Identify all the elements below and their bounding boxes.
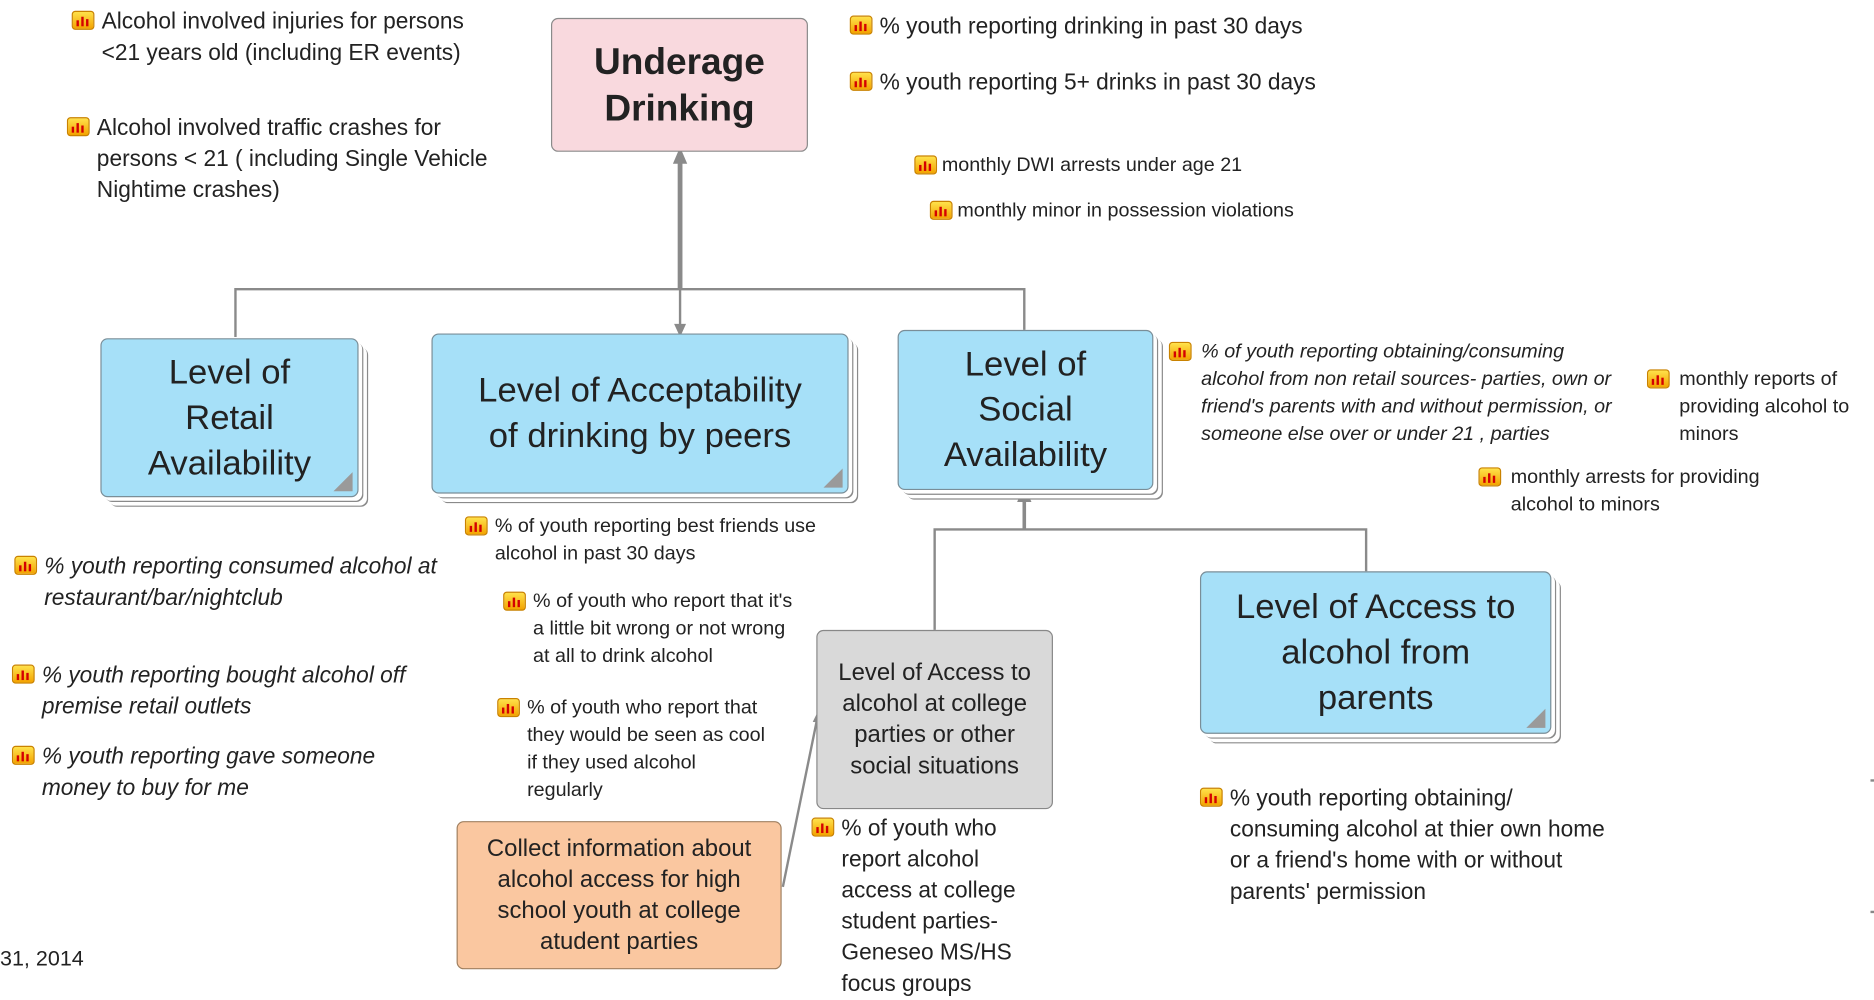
indicator-label: monthly reports of providing alcohol to …: [1679, 368, 1850, 445]
indicator-label: monthly minor in possession violations: [957, 199, 1294, 222]
bar-chart-icon: [11, 745, 36, 766]
indicator-label: % youth reporting consumed alcohol at re…: [44, 554, 437, 611]
indicator-traffic-crashes[interactable]: Alcohol involved traffic crashes for per…: [66, 114, 507, 207]
indicator-seen-as-cool[interactable]: % of youth who report that they would be…: [497, 694, 777, 804]
indicator-restaurant-bar[interactable]: % youth reporting consumed alcohol at re…: [14, 552, 456, 614]
arrowhead-underage: [672, 147, 688, 164]
node-access-parents[interactable]: Level of Access to alcohol from parents: [1199, 571, 1552, 734]
indicator-arrests-providing[interactable]: monthly arrests for providing alcohol to…: [1478, 464, 1803, 519]
arrowhead-peers: [674, 323, 687, 338]
bar-chart-icon: [497, 697, 521, 718]
bar-chart-icon: [914, 155, 938, 175]
node-social-availability[interactable]: Level of Social Availability: [897, 329, 1154, 491]
indicator-label: Alcohol involved traffic crashes for per…: [96, 115, 488, 204]
bar-chart-icon: [11, 664, 36, 685]
node-underage-drinking[interactable]: Underage Drinking: [550, 17, 808, 152]
node-social-availability-label: Level of Social Availability: [943, 345, 1108, 475]
indicator-label: Alcohol involved injuries for persons <2…: [101, 9, 464, 66]
connector-access-nodes: [933, 528, 1368, 630]
fold-icon: [1526, 708, 1546, 728]
node-retail-availability[interactable]: Level of Retail Availability: [100, 338, 359, 498]
edge-mark: [1870, 779, 1874, 782]
indicator-injuries[interactable]: Alcohol involved injuries for persons <2…: [71, 7, 505, 69]
bar-chart-icon: [929, 200, 954, 221]
bar-chart-icon: [1168, 341, 1193, 362]
bar-chart-icon: [66, 117, 91, 137]
indicator-drinking-30-days[interactable]: % youth reporting drinking in past 30 da…: [849, 12, 1400, 43]
indicator-label: % youth reporting gave someone money to …: [41, 744, 376, 801]
indicator-dwi-arrests[interactable]: monthly DWI arrests under age 21: [914, 152, 1320, 179]
indicator-label: % of youth reporting obtaining/consuming…: [1201, 340, 1612, 445]
node-access-college-parties-label: Level of Access to alcohol at college pa…: [838, 659, 1031, 780]
node-collect-info-label: Collect information about alcohol access…: [486, 835, 752, 955]
bar-chart-icon: [811, 817, 836, 838]
bar-chart-icon: [71, 10, 96, 31]
fold-icon: [823, 468, 843, 488]
indicator-best-friends[interactable]: % of youth reporting best friends use al…: [464, 513, 864, 568]
edge-mark: [1870, 910, 1874, 914]
indicator-label: % youth reporting bought alcohol off pre…: [41, 663, 406, 720]
indicator-off-premise[interactable]: % youth reporting bought alcohol off pre…: [11, 661, 442, 723]
arrowhead-social: [1017, 485, 1032, 502]
indicator-5-drinks[interactable]: % youth reporting 5+ drinks in past 30 d…: [849, 68, 1340, 99]
node-acceptability-peers-label: Level of Acceptability of drinking by pe…: [478, 371, 802, 456]
indicator-label: % of youth who report that it's a little…: [533, 590, 793, 667]
node-collect-info[interactable]: Collect information about alcohol access…: [456, 821, 782, 970]
bar-chart-icon: [14, 555, 38, 576]
bar-chart-icon: [464, 516, 489, 536]
indicator-label: % youth reporting 5+ drinks in past 30 d…: [879, 70, 1316, 96]
indicator-minor-possession[interactable]: monthly minor in possession violations: [929, 197, 1360, 224]
bar-chart-icon: [1199, 787, 1224, 808]
indicator-label: % of youth who report alcohol access at …: [841, 816, 1016, 997]
bar-chart-icon: [1478, 467, 1502, 487]
bar-chart-icon: [849, 71, 874, 92]
connector-collect-to-college: [781, 716, 819, 888]
footer-date: 31, 2014: [0, 946, 84, 971]
indicator-own-home[interactable]: % youth reporting obtaining/ consuming a…: [1199, 784, 1618, 908]
indicator-reports-providing[interactable]: monthly reports of providing alcohol to …: [1646, 366, 1862, 448]
node-acceptability-peers[interactable]: Level of Acceptability of drinking by pe…: [431, 333, 849, 494]
indicator-label: % youth reporting obtaining/ consuming a…: [1229, 786, 1605, 905]
indicator-gave-money[interactable]: % youth reporting gave someone money to …: [11, 742, 442, 804]
indicator-non-retail-sources[interactable]: % of youth reporting obtaining/consuming…: [1168, 338, 1628, 448]
indicator-label: % youth reporting drinking in past 30 da…: [879, 14, 1303, 40]
indicator-college-focus-groups[interactable]: % of youth who report alcohol access at …: [811, 814, 1051, 1000]
indicator-wrong-to-drink[interactable]: % of youth who report that it's a little…: [503, 588, 802, 670]
bar-chart-icon: [849, 15, 874, 36]
bar-chart-icon: [503, 591, 527, 612]
indicator-label: monthly DWI arrests under age 21: [941, 154, 1243, 176]
node-access-college-parties[interactable]: Level of Access to alcohol at college pa…: [816, 629, 1053, 810]
indicator-label: % of youth reporting best friends use al…: [494, 515, 817, 565]
indicator-label: % of youth who report that they would be…: [527, 696, 766, 801]
node-access-parents-label: Level of Access to alcohol from parents: [1235, 588, 1516, 718]
fold-icon: [333, 472, 353, 492]
node-underage-drinking-label: Underage Drinking: [594, 40, 765, 130]
node-retail-availability-label: Level of Retail Availability: [147, 353, 312, 483]
connector-factors: [234, 288, 1026, 338]
indicator-label: monthly arrests for providing alcohol to…: [1510, 466, 1760, 516]
bar-chart-icon: [1646, 369, 1671, 389]
